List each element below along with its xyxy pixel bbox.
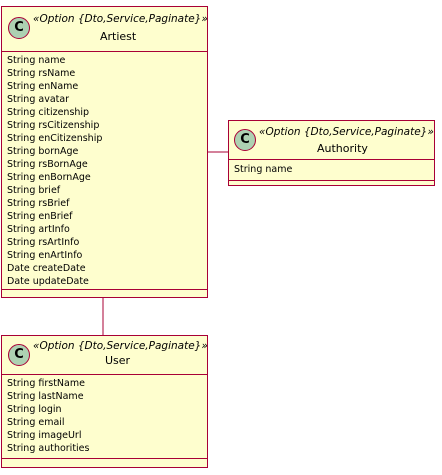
class-separator — [2, 458, 207, 459]
class-name: Authority — [317, 142, 368, 155]
class-attribute: String enCitizenship — [7, 133, 103, 144]
class-user[interactable]: C «Option {Dto,Service,Paginate}» User S… — [1, 335, 208, 468]
class-artiest[interactable]: C «Option {Dto,Service,Paginate}» Arties… — [1, 6, 208, 298]
class-attribute: String enBornAge — [7, 172, 91, 183]
class-attribute: String rsName — [7, 68, 76, 79]
class-attribute: String authorities — [7, 443, 90, 454]
class-attribute: String enBrief — [7, 211, 73, 222]
class-attribute: String enName — [7, 81, 79, 92]
class-attribute: String brief — [7, 185, 61, 196]
class-attribute: Date updateDate — [7, 276, 89, 287]
class-icon: C — [8, 17, 30, 39]
class-icon: C — [234, 129, 256, 151]
class-artiest-header: C «Option {Dto,Service,Paginate}» Arties… — [2, 7, 207, 51]
class-separator — [2, 51, 207, 52]
class-attribute: String name — [7, 55, 66, 66]
class-attribute: Date createDate — [7, 263, 86, 274]
class-authority[interactable]: C «Option {Dto,Service,Paginate}» Author… — [228, 120, 435, 186]
attribute-list: String name — [234, 163, 292, 176]
class-attribute: String artInfo — [7, 224, 70, 235]
class-separator — [2, 374, 207, 375]
class-stereotype: «Option {Dto,Service,Paginate}» — [33, 340, 208, 352]
class-attribute: String rsCitizenship — [7, 120, 100, 131]
class-attribute: String firstName — [7, 378, 85, 389]
class-attribute: String rsBornAge — [7, 159, 88, 170]
class-name: User — [105, 354, 131, 367]
class-attribute: String imageUrl — [7, 430, 82, 441]
class-authority-header: C «Option {Dto,Service,Paginate}» Author… — [229, 121, 434, 159]
class-separator — [229, 159, 434, 160]
class-attribute: String login — [7, 404, 62, 415]
class-user-header: C «Option {Dto,Service,Paginate}» User — [2, 336, 207, 374]
class-attribute: String citizenship — [7, 107, 90, 118]
class-name: Artiest — [100, 30, 137, 43]
class-attribute: String lastName — [7, 391, 84, 402]
class-attribute: String enArtInfo — [7, 250, 83, 261]
class-separator — [229, 180, 434, 181]
class-attribute: String name — [234, 164, 293, 175]
class-attribute: String rsBrief — [7, 198, 70, 209]
class-attribute: String email — [7, 417, 65, 428]
class-separator — [2, 289, 207, 290]
class-stereotype: «Option {Dto,Service,Paginate}» — [33, 13, 208, 25]
class-attribute: String rsArtInfo — [7, 237, 80, 248]
class-attribute: String bornAge — [7, 146, 79, 157]
class-stereotype: «Option {Dto,Service,Paginate}» — [259, 126, 434, 138]
class-icon: C — [8, 344, 30, 366]
class-attribute: String avatar — [7, 94, 70, 105]
